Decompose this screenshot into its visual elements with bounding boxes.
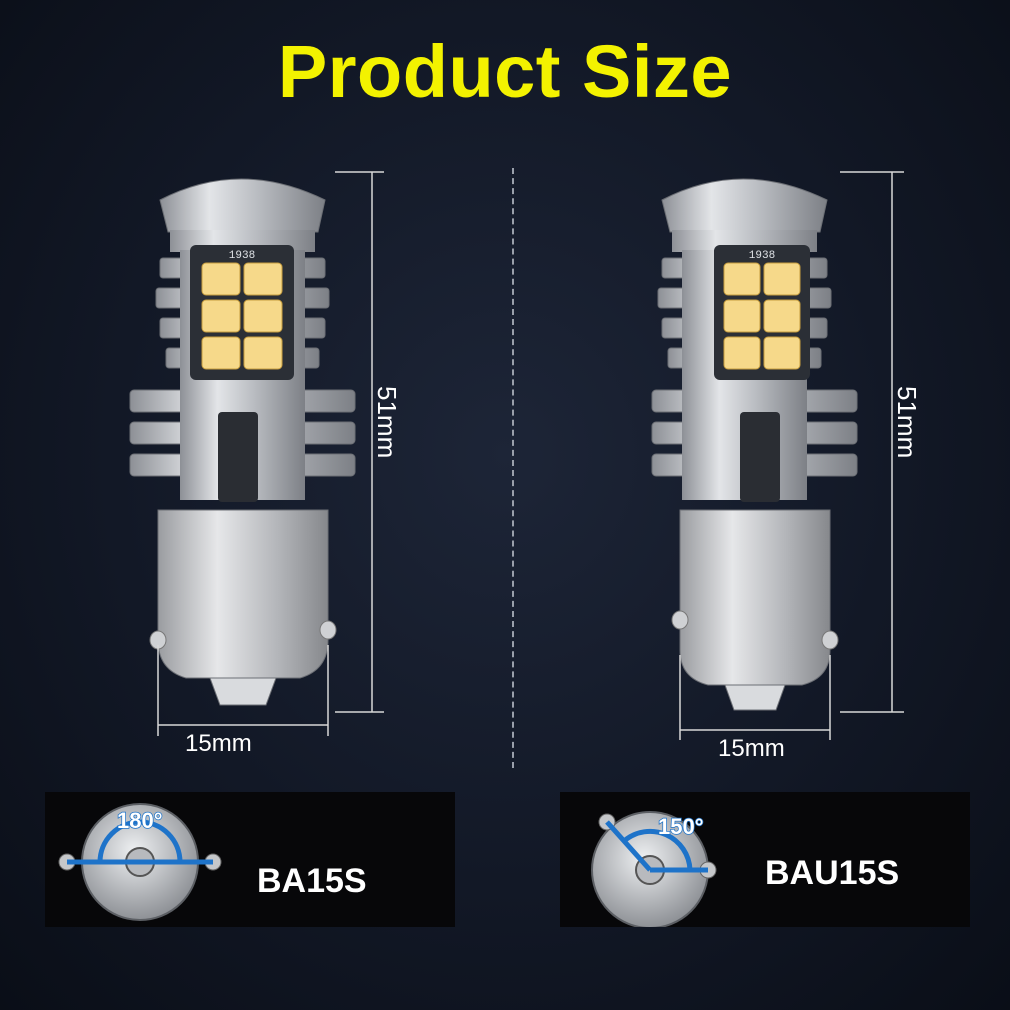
bulb-product-right: 1938 51mm 15mm xyxy=(640,150,1000,790)
socket-panel-right: 150° BAU15S xyxy=(560,792,970,927)
height-dimension-label: 51mm xyxy=(892,386,922,459)
width-dimension-label: 15mm xyxy=(185,730,252,757)
socket-panel-left: 180° BA15S xyxy=(45,792,455,927)
socket-type-label: BA15S xyxy=(257,862,367,900)
led-bulb-illustration: 1938 xyxy=(651,171,904,740)
center-divider xyxy=(512,168,514,768)
socket-type-label: BAU15S xyxy=(765,854,900,892)
width-dimension-label: 15mm xyxy=(718,735,785,762)
socket-angle-label: 150° xyxy=(657,813,704,840)
socket-diagram-bau15s xyxy=(591,811,717,927)
height-dimension-label: 51mm xyxy=(372,386,402,459)
page-title: Product Size xyxy=(277,30,733,113)
chip-label: 1938 xyxy=(229,250,255,262)
bulb-product-left: 1938 51mm 15mm xyxy=(120,150,480,790)
socket-angle-label: 180° xyxy=(116,807,163,834)
led-bulb-illustration: 1938 xyxy=(129,171,384,736)
chip-label: 1938 xyxy=(749,250,775,262)
socket-diagram-ba15s xyxy=(58,803,222,921)
